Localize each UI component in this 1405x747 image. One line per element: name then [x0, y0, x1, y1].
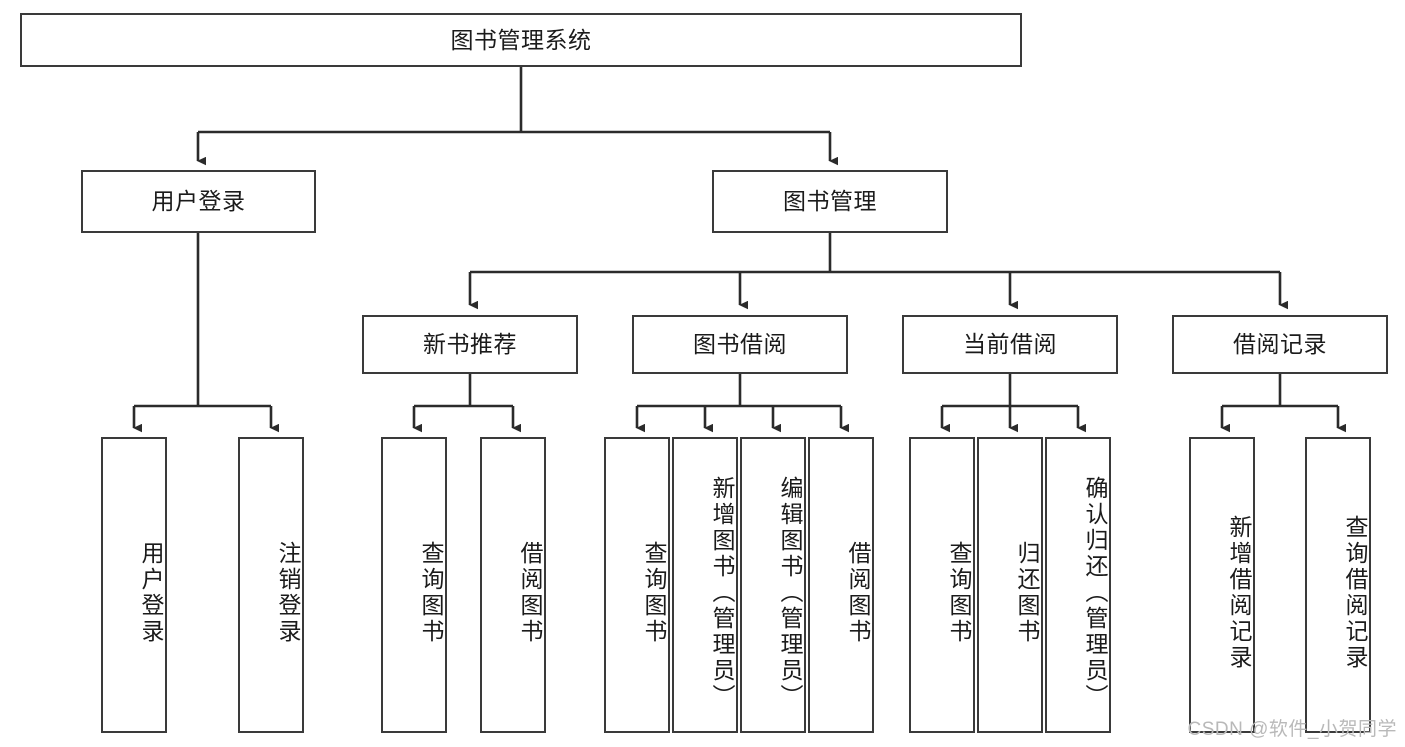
node-user-login-label: 用户登录 — [151, 188, 246, 215]
node-user-login[interactable]: 用户登录 — [81, 170, 316, 233]
node-leaf-add-record-label: 新增借阅记录 — [1226, 515, 1252, 671]
node-leaf-query-book-2-label: 查询图书 — [641, 541, 667, 645]
node-leaf-query-book-1[interactable]: 查询图书 — [381, 437, 447, 733]
node-borrow-record-label: 借阅记录 — [1233, 331, 1327, 358]
node-leaf-user-login-label: 用户登录 — [138, 541, 164, 645]
node-book-borrow-label: 图书借阅 — [693, 331, 787, 358]
node-current-borrow[interactable]: 当前借阅 — [902, 315, 1118, 374]
node-leaf-borrow-book-1-label: 借阅图书 — [517, 541, 543, 645]
node-root[interactable]: 图书管理系统 — [20, 13, 1022, 67]
node-new-book-rec-label: 新书推荐 — [423, 331, 517, 358]
node-leaf-logout[interactable]: 注销登录 — [238, 437, 304, 733]
node-leaf-query-record[interactable]: 查询借阅记录 — [1305, 437, 1371, 733]
node-leaf-query-book-2[interactable]: 查询图书 — [604, 437, 670, 733]
node-leaf-edit-book[interactable]: 编辑图书（管理员） — [740, 437, 806, 733]
node-book-manage[interactable]: 图书管理 — [712, 170, 948, 233]
node-leaf-return-book-label: 归还图书 — [1014, 541, 1040, 645]
node-leaf-edit-book-label: 编辑图书（管理员） — [777, 476, 803, 710]
node-leaf-borrow-book-2[interactable]: 借阅图书 — [808, 437, 874, 733]
node-book-borrow[interactable]: 图书借阅 — [632, 315, 848, 374]
node-leaf-borrow-book-2-label: 借阅图书 — [845, 541, 871, 645]
node-leaf-query-record-label: 查询借阅记录 — [1342, 515, 1368, 671]
node-leaf-add-book-label: 新增图书（管理员） — [709, 476, 735, 710]
node-current-borrow-label: 当前借阅 — [963, 331, 1057, 358]
node-leaf-borrow-book-1[interactable]: 借阅图书 — [480, 437, 546, 733]
node-leaf-return-book[interactable]: 归还图书 — [977, 437, 1043, 733]
node-leaf-user-login[interactable]: 用户登录 — [101, 437, 167, 733]
node-leaf-confirm-return[interactable]: 确认归还（管理员） — [1045, 437, 1111, 733]
node-leaf-add-record[interactable]: 新增借阅记录 — [1189, 437, 1255, 733]
node-leaf-confirm-return-label: 确认归还（管理员） — [1082, 476, 1108, 710]
node-borrow-record[interactable]: 借阅记录 — [1172, 315, 1388, 374]
node-leaf-logout-label: 注销登录 — [275, 541, 301, 645]
node-book-manage-label: 图书管理 — [783, 188, 877, 215]
node-root-label: 图书管理系统 — [450, 26, 592, 53]
node-leaf-query-book-1-label: 查询图书 — [418, 541, 444, 645]
watermark: CSDN @软件_小贺同学 — [1187, 719, 1397, 740]
node-leaf-query-book-3-label: 查询图书 — [946, 541, 972, 645]
node-new-book-rec[interactable]: 新书推荐 — [362, 315, 578, 374]
node-leaf-add-book[interactable]: 新增图书（管理员） — [672, 437, 738, 733]
node-leaf-query-book-3[interactable]: 查询图书 — [909, 437, 975, 733]
